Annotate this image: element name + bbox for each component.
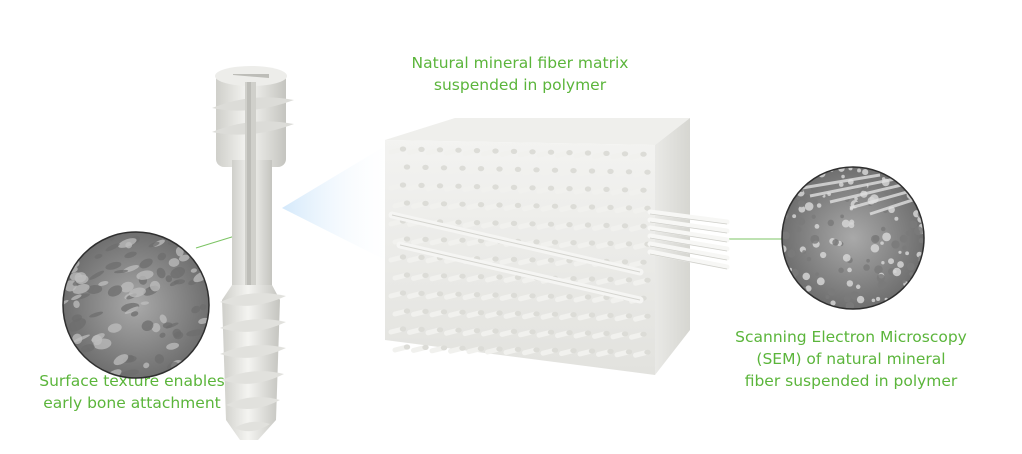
bone-screw-icon — [212, 66, 294, 440]
surface-caption-line-1: Surface texture enables — [39, 372, 225, 390]
magnify-beam — [282, 140, 395, 265]
sem-fiber-micrograph-icon — [781, 166, 925, 310]
surface-caption: Surface texture enables early bone attac… — [22, 370, 242, 414]
surface-caption-line-2: early bone attachment — [43, 394, 221, 412]
protruding-fibers — [647, 209, 730, 270]
matrix-caption-line-1: Natural mineral fiber matrix — [411, 54, 629, 72]
sem-caption: Scanning Electron Microscopy (SEM) of na… — [706, 326, 996, 392]
sem-caption-line-2: (SEM) of natural mineral — [756, 350, 946, 368]
fiber-matrix-cube-icon — [385, 118, 730, 375]
sem-caption-line-1: Scanning Electron Microscopy — [735, 328, 967, 346]
matrix-caption-line-2: suspended in polymer — [433, 76, 607, 94]
sem-caption-line-3: fiber suspended in polymer — [744, 372, 958, 390]
sem-surface-micrograph-icon — [62, 231, 210, 379]
matrix-caption: Natural mineral fiber matrix suspended i… — [380, 52, 660, 96]
